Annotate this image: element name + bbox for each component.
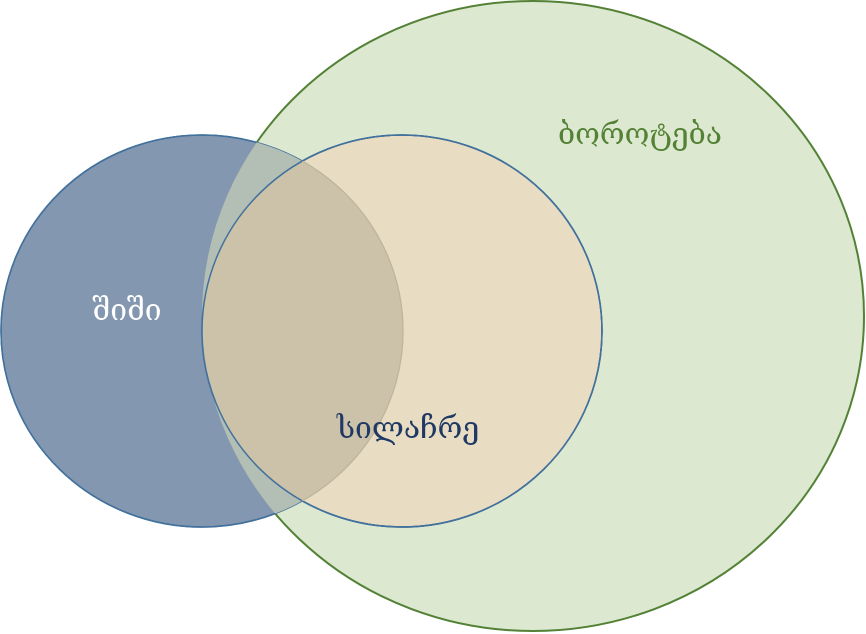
evil-label: ბოროტება [558, 117, 722, 152]
fear-arc-in-overlap [202, 135, 404, 527]
cowardice-label: სილაჩრე [336, 411, 479, 446]
fear-label: შიში [92, 293, 161, 328]
cowardice-outline-top [201, 134, 603, 528]
cowardice-over-fear [202, 135, 403, 527]
